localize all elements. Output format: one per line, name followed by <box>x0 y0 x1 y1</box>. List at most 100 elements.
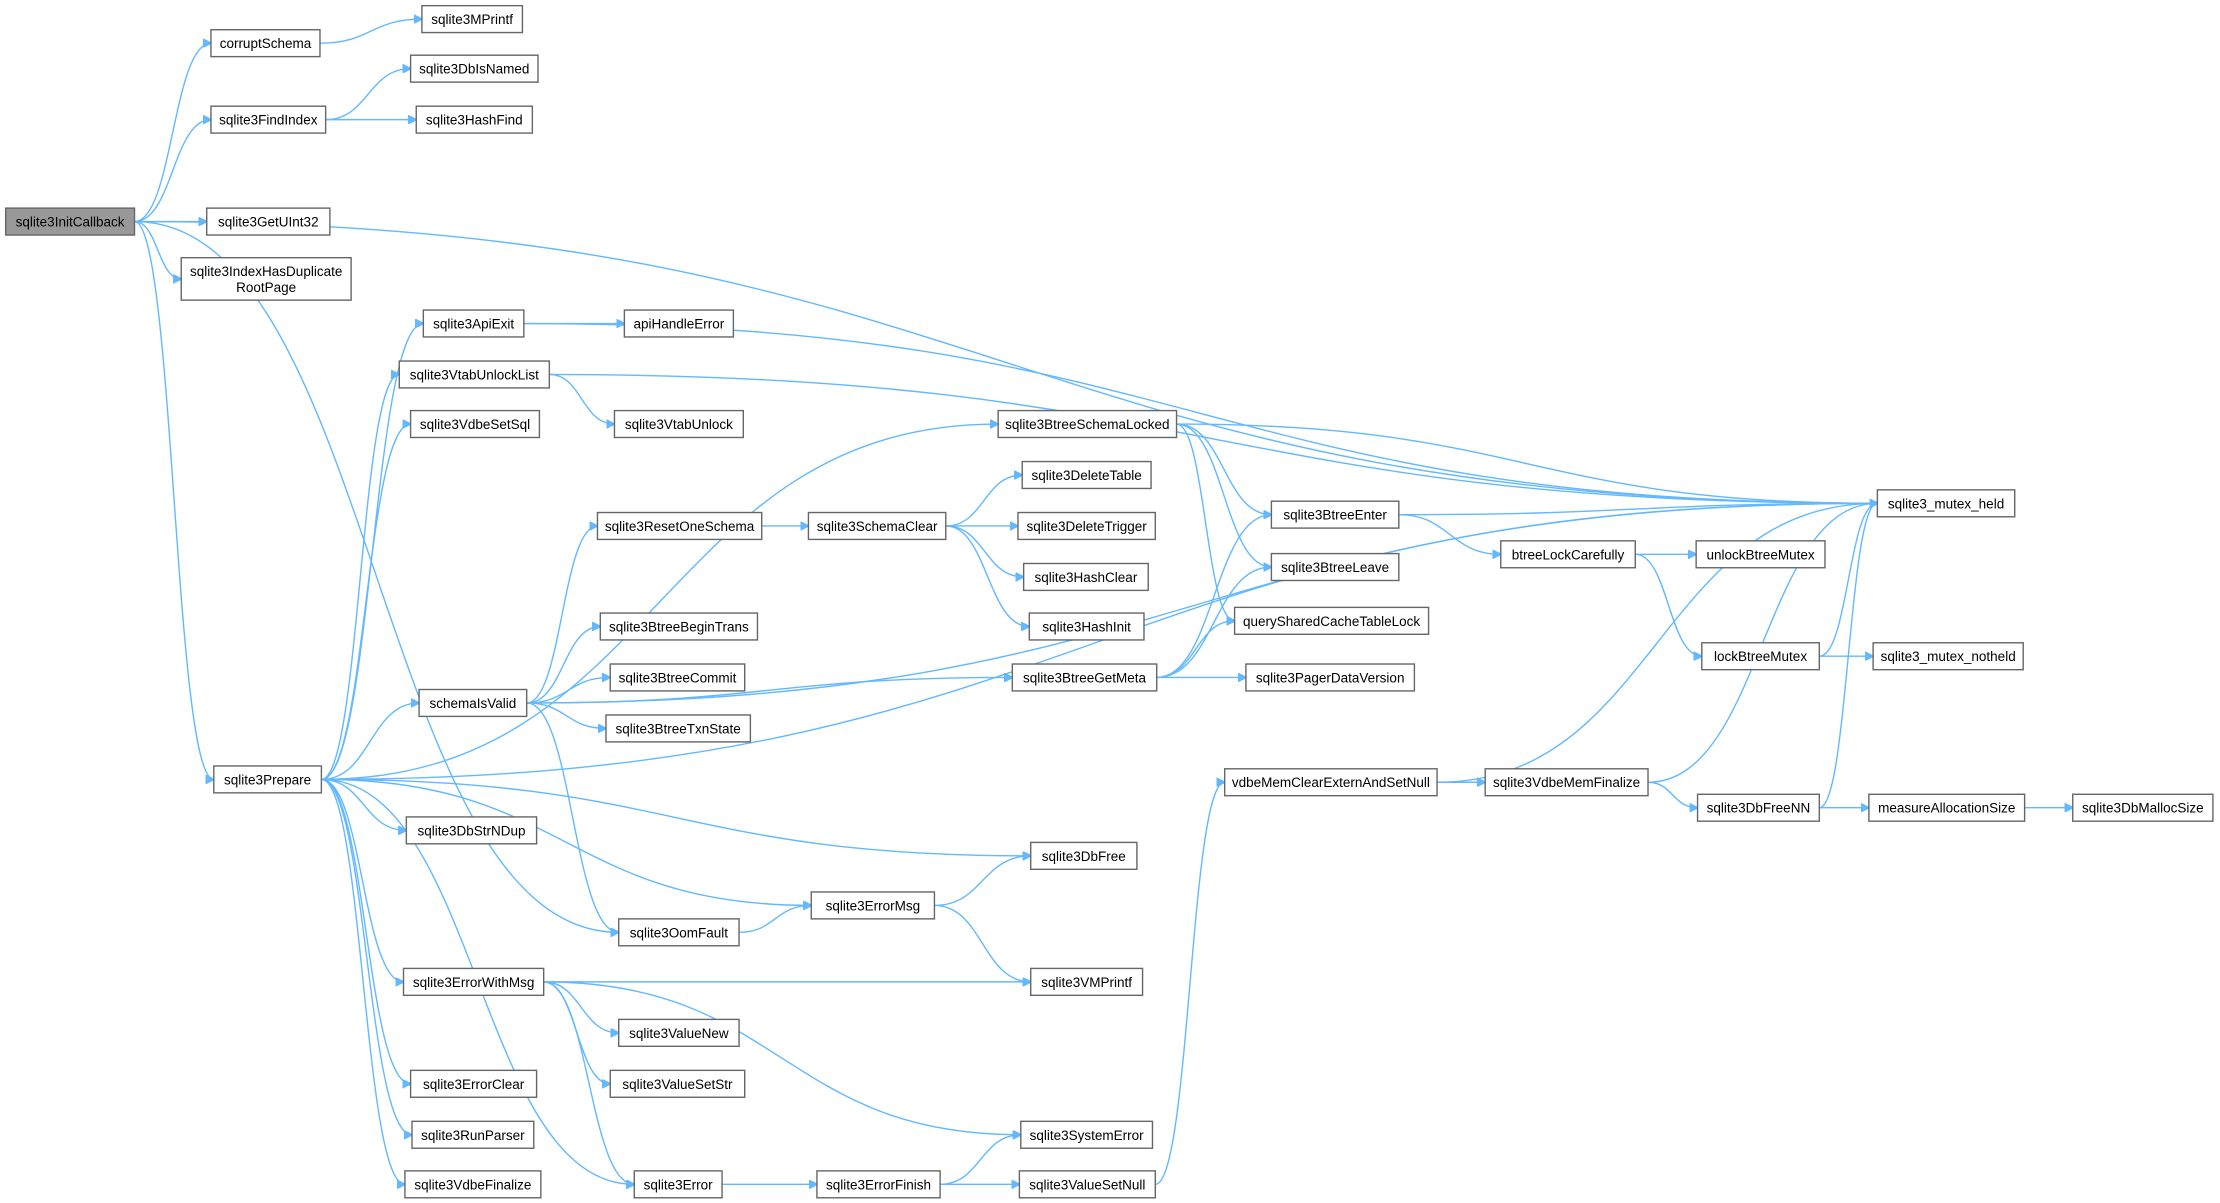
node-sqlite3-hash-find[interactable]: sqlite3HashFind <box>415 105 534 134</box>
node-schema-is-valid[interactable]: schemaIsValid <box>418 688 528 718</box>
node-sqlite3-oom-fault[interactable]: sqlite3OomFault <box>618 918 740 947</box>
node-sqlite3-find-index[interactable]: sqlite3FindIndex <box>210 105 327 134</box>
node-btree-lock-carefully[interactable]: btreeLockCarefully <box>1500 540 1636 569</box>
node-sqlite3-system-error[interactable]: sqlite3SystemError <box>1020 1120 1154 1149</box>
node-label: apiHandleError <box>633 317 724 332</box>
node-label: sqlite3OomFault <box>630 925 729 940</box>
node-sqlite3-btree-begin-trans[interactable]: sqlite3BtreeBeginTrans <box>599 612 759 641</box>
edge-sqlite3-init-callback-to-corrupt-schema <box>134 43 211 223</box>
node-sqlite3-btree-schema-locked[interactable]: sqlite3BtreeSchemaLocked <box>997 409 1178 439</box>
node-sqlite3-value-set-str[interactable]: sqlite3ValueSetStr <box>609 1069 746 1098</box>
node-corrupt-schema[interactable]: corruptSchema <box>210 29 321 58</box>
node-sqlite3-hash-clear[interactable]: sqlite3HashClear <box>1022 562 1149 592</box>
node-sqlite3-prepare[interactable]: sqlite3Prepare <box>213 765 323 794</box>
node-box <box>2072 793 2214 822</box>
edge-sqlite3-schema-clear-to-sqlite3-hash-clear <box>945 525 1024 577</box>
node-sqlite3-error[interactable]: sqlite3Error <box>633 1170 723 1199</box>
node-sqlite3-mutex-held[interactable]: sqlite3_mutex_held <box>1876 489 2016 518</box>
node-sqlite3-btree-leave[interactable]: sqlite3BtreeLeave <box>1270 552 1400 582</box>
edge-lock-btree-mutex-to-sqlite3-mutex-held <box>1819 503 1877 657</box>
node-label: sqlite3BtreeBeginTrans <box>609 619 749 634</box>
node-sqlite3-db-free[interactable]: sqlite3DbFree <box>1030 841 1138 871</box>
node-sqlite3-vdbe-mem-finalize[interactable]: sqlite3VdbeMemFinalize <box>1484 768 1649 797</box>
node-sqlite3-vdbe-finalize[interactable]: sqlite3VdbeFinalize <box>404 1170 542 1199</box>
node-label: sqlite3RunParser <box>421 1128 525 1143</box>
node-sqlite3-error-finish[interactable]: sqlite3ErrorFinish <box>816 1170 941 1199</box>
node-sqlite3-vmprintf[interactable]: sqlite3VMPrintf <box>1030 967 1144 997</box>
node-box <box>210 29 321 58</box>
node-sqlite3-mutex-notheld[interactable]: sqlite3_mutex_notheld <box>1872 642 2024 671</box>
node-sqlite3-db-str-ndup[interactable]: sqlite3DbStrNDup <box>405 816 538 845</box>
node-sqlite3-btree-enter[interactable]: sqlite3BtreeEnter <box>1270 500 1400 529</box>
node-label: sqlite3ErrorMsg <box>826 898 921 913</box>
node-sqlite3-btree-commit[interactable]: sqlite3BtreeCommit <box>609 663 746 692</box>
node-unlock-btree-mutex[interactable]: unlockBtreeMutex <box>1695 540 1826 569</box>
edge-sqlite3-oom-fault-to-sqlite3-error-msg <box>739 905 811 934</box>
node-box <box>402 967 545 997</box>
node-label: sqlite3VdbeMemFinalize <box>1493 775 1640 790</box>
node-sqlite3-error-with-msg[interactable]: sqlite3ErrorWithMsg <box>402 967 545 997</box>
node-label: corruptSchema <box>220 36 312 51</box>
edge-schema-is-valid-to-sqlite3-btree-txn-state <box>526 702 606 728</box>
node-sqlite3-btree-get-meta[interactable]: sqlite3BtreeGetMeta <box>1011 663 1158 692</box>
node-label: sqlite3ValueNew <box>629 1026 729 1041</box>
node-label: sqlite3ApiExit <box>433 317 514 332</box>
edge-btree-lock-carefully-to-lock-btree-mutex <box>1635 553 1702 656</box>
edge-schema-is-valid-to-sqlite3-mutex-held <box>526 503 1878 704</box>
node-sqlite3-delete-table[interactable]: sqlite3DeleteTable <box>1021 460 1152 490</box>
node-label: sqlite3_mutex_held <box>1888 496 2004 511</box>
node-sqlite3-db-is-named[interactable]: sqlite3DbIsNamed <box>409 54 539 83</box>
node-measure-allocation-size[interactable]: measureAllocationSize <box>1868 793 2026 822</box>
node-label: sqlite3BtreeLeave <box>1281 560 1389 575</box>
node-sqlite3-value-set-null[interactable]: sqlite3ValueSetNull <box>1018 1170 1157 1199</box>
node-sqlite3-vdbe-set-sql[interactable]: sqlite3VdbeSetSql <box>409 409 541 439</box>
node-query-shared-cache-table-lock[interactable]: querySharedCacheTableLock <box>1233 606 1430 635</box>
node-label: sqlite3VdbeFinalize <box>414 1177 531 1192</box>
edge-sqlite3-prepare-to-sqlite3-db-free <box>321 778 1030 855</box>
node-sqlite3-error-msg[interactable]: sqlite3ErrorMsg <box>810 891 936 920</box>
node-sqlite3-db-free-nn[interactable]: sqlite3DbFreeNN <box>1696 793 1821 822</box>
node-api-handle-error[interactable]: apiHandleError <box>623 309 735 338</box>
node-box <box>1270 552 1400 582</box>
edge-sqlite3-error-with-msg-to-sqlite3-error <box>543 981 635 1184</box>
node-label: sqlite3HashInit <box>1042 619 1131 634</box>
node-sqlite3-pager-data-version[interactable]: sqlite3PagerDataVersion <box>1245 663 1416 692</box>
node-label: sqlite3MPrintf <box>431 12 513 27</box>
node-sqlite3-init-callback[interactable]: sqlite3InitCallback <box>4 207 136 236</box>
node-vdbe-mem-clear-extern-and-set-null[interactable]: vdbeMemClearExternAndSetNull <box>1223 768 1438 797</box>
node-sqlite3-get-uint32[interactable]: sqlite3GetUInt32 <box>206 207 331 236</box>
node-box <box>404 1170 542 1199</box>
node-box <box>409 409 541 439</box>
edge-sqlite3-value-set-null-to-vdbe-mem-clear-extern-and-set-null <box>1155 782 1224 1186</box>
node-box <box>415 105 534 134</box>
edge-sqlite3-prepare-to-sqlite3-vdbe-finalize <box>321 778 405 1184</box>
node-label: sqlite3_mutex_notheld <box>1881 649 2016 664</box>
edge-sqlite3-error-finish-to-sqlite3-system-error <box>940 1135 1021 1186</box>
node-sqlite3-hash-init[interactable]: sqlite3HashInit <box>1028 612 1145 641</box>
edge-sqlite3-prepare-to-sqlite3-vtab-unlock-list <box>321 374 399 781</box>
node-box <box>1018 1170 1157 1199</box>
node-box <box>618 1018 740 1047</box>
node-sqlite3-error-clear[interactable]: sqlite3ErrorClear <box>409 1069 538 1098</box>
node-sqlite3-vtab-unlock[interactable]: sqlite3VtabUnlock <box>613 409 745 439</box>
node-sqlite3-vtab-unlock-list[interactable]: sqlite3VtabUnlockList <box>398 360 551 389</box>
node-sqlite3-run-parser[interactable]: sqlite3RunParser <box>411 1120 535 1149</box>
node-lock-btree-mutex[interactable]: lockBtreeMutex <box>1701 642 1821 671</box>
node-label: sqlite3VMPrintf <box>1041 975 1132 990</box>
node-box <box>1021 460 1152 490</box>
edge-sqlite3-prepare-to-sqlite3-error-clear <box>321 778 410 1083</box>
node-sqlite3-value-new[interactable]: sqlite3ValueNew <box>618 1018 740 1047</box>
node-label: sqlite3VdbeSetSql <box>420 417 530 432</box>
node-sqlite3-api-exit[interactable]: sqlite3ApiExit <box>422 309 525 338</box>
edge-sqlite3-init-callback-to-sqlite3-index-has-duplicate-root-page <box>134 220 182 279</box>
node-sqlite3-btree-txn-state[interactable]: sqlite3BtreeTxnState <box>605 714 752 743</box>
node-box <box>623 309 735 338</box>
node-sqlite3-reset-one-schema[interactable]: sqlite3ResetOneSchema <box>596 511 763 541</box>
edge-schema-is-valid-to-sqlite3-oom-fault <box>526 702 619 932</box>
node-sqlite3-mprintf[interactable]: sqlite3MPrintf <box>421 4 524 34</box>
node-sqlite3-delete-trigger[interactable]: sqlite3DeleteTrigger <box>1017 511 1157 541</box>
node-sqlite3-db-malloc-size[interactable]: sqlite3DbMallocSize <box>2072 793 2214 822</box>
node-box <box>599 612 759 641</box>
node-sqlite3-schema-clear[interactable]: sqlite3SchemaClear <box>807 511 947 541</box>
